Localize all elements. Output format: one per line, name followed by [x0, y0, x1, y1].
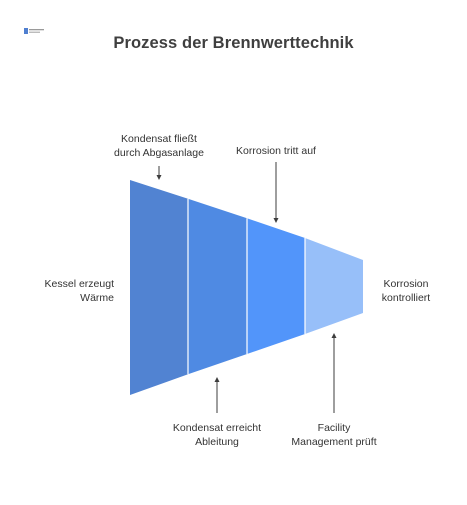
label-right-end-line-1: Korrosion [383, 278, 429, 290]
label-right-end-line-2: kontrolliert [381, 292, 431, 304]
label-top-1: Kondensat fließt durch Abgasanlage [94, 132, 224, 160]
label-top-2: Korrosion tritt auf [211, 144, 341, 158]
label-bottom-1-line-1: Kondensat erreicht [172, 422, 262, 434]
label-right-end: Korrosion kontrolliert [366, 277, 446, 305]
arrow-down-1 [156, 166, 162, 180]
arrow-up-1 [214, 377, 220, 413]
label-top-1-line-1: Kondensat fließt [121, 133, 197, 145]
funnel-segment-2 [188, 198, 247, 375]
diagram-title: Prozess der Brennwerttechnik [113, 34, 354, 52]
funnel-segment-4 [305, 238, 363, 334]
label-top-1-line-2: durch Abgasanlage [114, 147, 204, 159]
label-bottom-1-line-2: Ableitung [195, 436, 239, 448]
label-bottom-2-line-2: Management prüft [291, 436, 377, 448]
label-left-start-line-2: Wärme [80, 292, 114, 304]
label-bottom-1: Kondensat erreicht Ableitung [152, 421, 282, 449]
label-bottom-2: Facility Management prüft [269, 421, 399, 449]
funnel-segment-3 [247, 218, 305, 354]
brand-logo [24, 28, 44, 34]
label-left-start-line-1: Kessel erzeugt [44, 278, 114, 290]
arrow-up-2 [331, 333, 337, 413]
funnel-segment-1 [130, 180, 188, 395]
label-bottom-2-line-1: Facility [317, 422, 351, 434]
label-left-start: Kessel erzeugt Wärme [14, 277, 114, 305]
label-top-2-line-1: Korrosion tritt auf [236, 145, 316, 157]
arrow-down-2 [273, 162, 279, 223]
